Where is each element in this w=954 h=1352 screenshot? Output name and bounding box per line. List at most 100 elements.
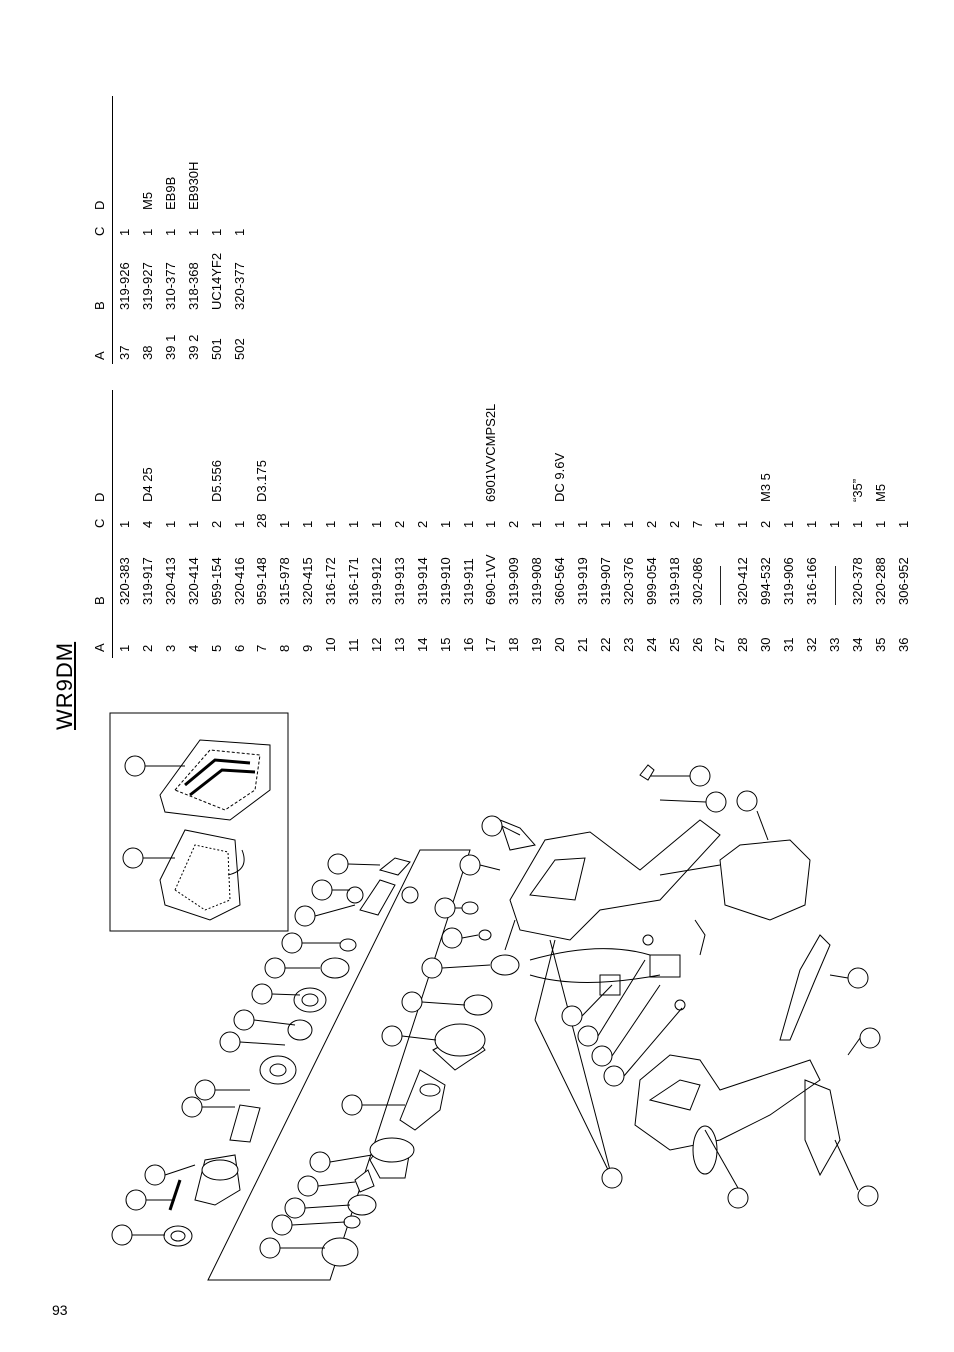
table-cell: 20 [552, 637, 568, 652]
table-1-rule [112, 390, 113, 658]
table-cell: 1 [277, 520, 293, 528]
table-cell: 306-952 [895, 557, 911, 605]
table-cell: 37 [117, 345, 132, 360]
table-cell: EB930H [185, 161, 201, 210]
table-header-b: B [92, 596, 107, 605]
table-cell: 315-978 [277, 557, 293, 605]
table-cell: 318-368 [185, 262, 201, 310]
table-header-d: D [92, 200, 107, 210]
table-cell: 1 [712, 520, 728, 528]
table-cell: DC 9.6V [552, 452, 568, 502]
table-cell: 690-1VV [483, 554, 499, 605]
table-cell: 2 [391, 520, 407, 528]
motor-parts-chain [321, 901, 520, 1267]
table-cell: 316-166 [804, 557, 819, 605]
table-cell: 994-532 [758, 557, 774, 605]
table-cell: D3.175 [254, 460, 270, 502]
table-cell: 5 [208, 644, 224, 652]
table-cell: 1 [117, 520, 132, 528]
table-cell: 319-917 [139, 557, 155, 605]
table-header-a: A [92, 351, 107, 360]
table-cell: 1 [368, 520, 384, 528]
table-cell: 6 [231, 644, 247, 652]
table-cell: 1 [529, 520, 545, 528]
callout-circles [111, 764, 881, 1259]
table-cell: 1 [346, 520, 361, 528]
table-cell: 319-913 [391, 557, 407, 605]
table-cell: 319-907 [597, 557, 613, 605]
table-cell: 959-154 [208, 557, 224, 605]
table-cell: 1 [162, 520, 178, 528]
table-cell: 1 [620, 520, 636, 528]
table-cell: 1 [231, 520, 247, 528]
table-cell: 1 [804, 520, 819, 528]
table-cell: 1 [849, 520, 865, 528]
table-cell: 319-906 [781, 557, 797, 605]
table-cell: 15 [437, 637, 453, 652]
table-cell: 4 [185, 644, 201, 652]
table-cell: 38 [139, 345, 155, 360]
table-cell: 1 [162, 228, 178, 236]
table-cell: 320-412 [735, 557, 751, 605]
table-cell: 21 [575, 637, 590, 652]
table-cell: 319-918 [666, 557, 682, 605]
table-cell: 2 [643, 520, 659, 528]
table-cell: 31 [781, 637, 797, 652]
table-cell: 999-054 [643, 557, 659, 605]
table-cell: 1 [460, 520, 476, 528]
table-cell: 23 [620, 637, 636, 652]
table-cell: 33 [826, 637, 842, 652]
table-cell: 32 [804, 637, 819, 652]
table-cell: 1 [895, 520, 911, 528]
table-cell: D4 25 [139, 467, 155, 502]
table-cell: 320-378 [849, 557, 865, 605]
table-cell: 1 [139, 228, 155, 236]
table-cell: 320-377 [231, 262, 247, 310]
table-cell: 1 [437, 520, 453, 528]
table-cell: 1 [575, 520, 590, 528]
table-cell: 320-415 [300, 557, 316, 605]
table-cell: 28 [735, 637, 751, 652]
table-cell: 319-911 [460, 558, 476, 605]
table-cell: UC14YF2 [208, 252, 224, 310]
table-cell: M5 [872, 483, 888, 502]
table-cell: 1 [597, 520, 613, 528]
table-cell: 7 [254, 644, 270, 652]
table-cell: 316-171 [346, 557, 361, 605]
table-cell: 320-413 [162, 557, 178, 605]
table-cell: 17 [483, 637, 499, 652]
table-cell: 320-414 [185, 557, 201, 605]
table-cell: 1 [300, 520, 316, 528]
table-cell: D5.556 [208, 460, 224, 502]
table-cell: 24 [643, 637, 659, 652]
table-cell: 2 [758, 520, 774, 528]
table-cell: 12 [368, 637, 384, 652]
table-cell: 8 [277, 644, 293, 652]
table-cell: 16 [460, 637, 476, 652]
table-cell: 2 [139, 644, 155, 652]
table-cell: 319-908 [529, 557, 545, 605]
table-cell: 1 [483, 520, 499, 528]
table-header-a: A [92, 643, 107, 652]
table-cell: ——— [826, 566, 842, 605]
table-cell: 319-926 [117, 262, 132, 310]
table-cell: 319-919 [575, 557, 590, 605]
table-cell: 1 [208, 228, 224, 236]
table-cell: 501 [208, 338, 224, 360]
table-cell: 2 [506, 520, 522, 528]
table-cell: 320-288 [872, 557, 888, 605]
table-cell: M3 5 [758, 473, 774, 502]
table-cell: EB9B [162, 176, 178, 210]
table-cell: 22 [597, 637, 613, 652]
table-cell: 319-927 [139, 262, 155, 310]
table-cell: 18 [506, 637, 522, 652]
table-cell: 319-912 [368, 557, 384, 605]
table-cell: 302-086 [689, 557, 705, 605]
table-cell: 11 [346, 638, 361, 653]
table-cell: M5 [139, 191, 155, 210]
table-cell: 26 [689, 637, 705, 652]
table-cell: 14 [414, 637, 430, 652]
table-cell: 30 [758, 637, 774, 652]
table-cell: 35 [872, 637, 888, 652]
